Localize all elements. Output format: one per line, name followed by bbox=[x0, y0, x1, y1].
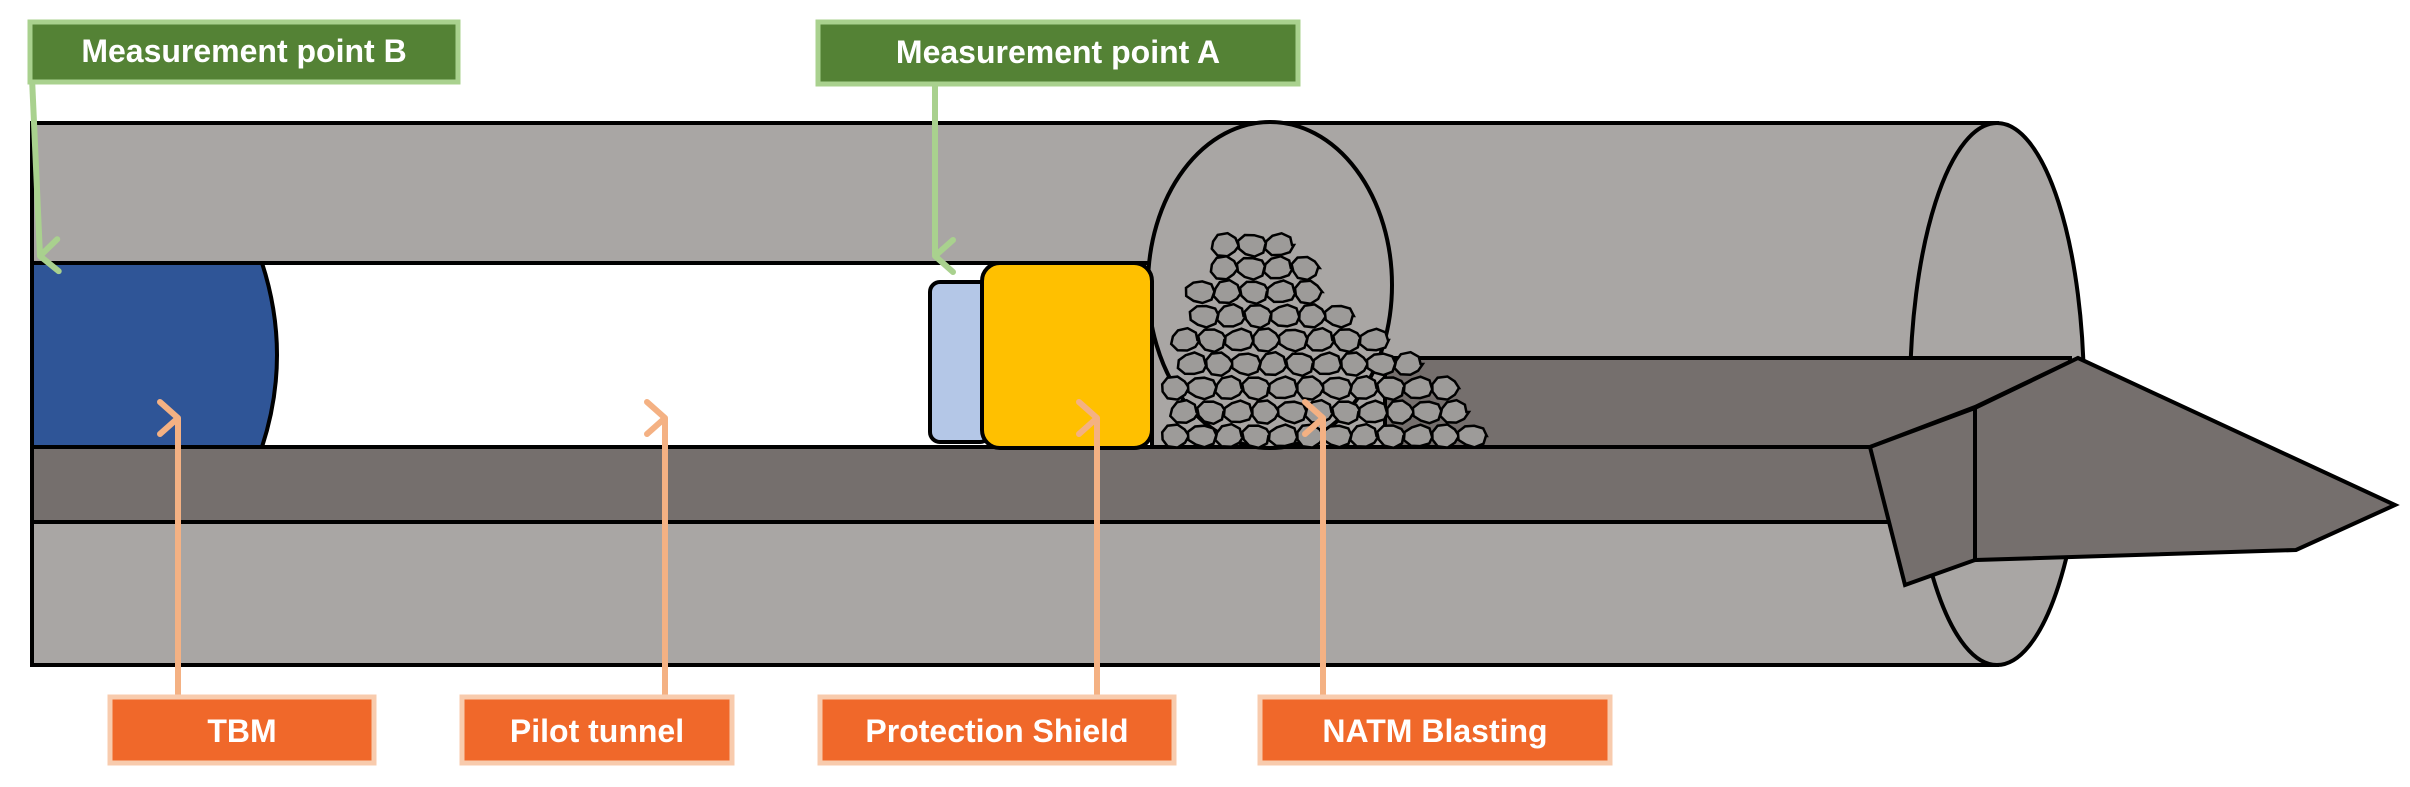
rock-fragment bbox=[1304, 326, 1338, 352]
rock-fragment bbox=[1265, 279, 1299, 304]
measurement-point-b-label: Measurement point B bbox=[81, 33, 406, 69]
measurement-point-a: Measurement point A bbox=[815, 19, 1301, 275]
rock-fragment bbox=[1297, 303, 1329, 329]
rock-fragment bbox=[1293, 279, 1325, 306]
rock-fragment bbox=[1431, 423, 1462, 449]
rock-fragment bbox=[1267, 423, 1300, 448]
rock-fragment bbox=[1357, 399, 1390, 424]
rock-fragment bbox=[1331, 328, 1365, 354]
natm-face-ellipse bbox=[1146, 120, 1394, 450]
rock-fragment bbox=[1258, 350, 1291, 377]
rock-fragment bbox=[1269, 303, 1302, 328]
rock-fragment bbox=[1330, 400, 1364, 426]
rock-fragment bbox=[1375, 376, 1409, 402]
rock-fragment bbox=[1252, 327, 1282, 353]
pilot-tunnel-callout: Pilot tunnel bbox=[459, 399, 735, 766]
rock-fragment bbox=[1186, 424, 1219, 449]
rock-fragment bbox=[1222, 399, 1255, 424]
tbm-callout: TBM bbox=[107, 399, 377, 766]
rock-fragment bbox=[1402, 375, 1435, 400]
pilot-tunnel-label: Pilot tunnel bbox=[510, 713, 684, 749]
rock-fragment bbox=[1204, 351, 1236, 378]
rock-fragment bbox=[1213, 422, 1247, 448]
rock-fragment bbox=[1160, 375, 1192, 401]
rock-fragment bbox=[1223, 327, 1256, 352]
rock-fragment bbox=[1438, 398, 1472, 424]
measurement-point-b: Measurement point B bbox=[27, 19, 461, 275]
tunnel-floor-strip bbox=[30, 445, 1999, 524]
tunnel-exit-wedge-right bbox=[1973, 355, 2400, 563]
rock-fragment bbox=[1168, 398, 1202, 424]
measurement-point-a-box bbox=[815, 19, 1301, 87]
rock-fragment bbox=[1262, 254, 1296, 280]
rock-fragment bbox=[1230, 352, 1263, 377]
rock-fragment bbox=[1358, 327, 1391, 352]
rock-fragment bbox=[1348, 374, 1382, 400]
rock-fragment bbox=[1195, 400, 1229, 426]
rock-fragment bbox=[1209, 254, 1241, 281]
rock-fragment bbox=[1251, 399, 1282, 425]
rock-fragment bbox=[1267, 375, 1300, 400]
rock-fragment bbox=[1290, 255, 1323, 282]
rock-fragment bbox=[1263, 231, 1297, 257]
rock-fragment bbox=[1277, 328, 1310, 353]
natm-blasting-label-box bbox=[1257, 694, 1613, 766]
rock-fragment bbox=[1184, 280, 1217, 305]
rock-fragment bbox=[1238, 280, 1272, 306]
protection-shield-label: Protection Shield bbox=[865, 713, 1128, 749]
protection-shield-label-box bbox=[817, 694, 1177, 766]
rock-fragment bbox=[1411, 400, 1444, 425]
rock-fragment bbox=[1284, 352, 1318, 378]
rock-fragment bbox=[1321, 376, 1354, 401]
rock-fragment bbox=[1212, 278, 1245, 305]
rock-fragment bbox=[1303, 398, 1337, 424]
rock-fragment bbox=[1196, 328, 1230, 354]
tbm-label-box bbox=[107, 694, 377, 766]
rock-fragment bbox=[1215, 302, 1249, 328]
rock-fragment bbox=[1311, 351, 1344, 376]
protection-shield-callout: Protection Shield bbox=[817, 399, 1177, 766]
tbm-body bbox=[30, 261, 279, 449]
rock-fragment bbox=[1169, 326, 1203, 352]
natm-blasting-label: NATM Blasting bbox=[1322, 713, 1547, 749]
rock-fragment bbox=[1296, 375, 1327, 401]
measurement-point-b-arrow bbox=[29, 77, 62, 275]
rock-fragment bbox=[1348, 422, 1382, 448]
rock-fragment bbox=[1323, 304, 1356, 329]
protection-shield-body bbox=[980, 261, 1154, 450]
blasting-muck-pile bbox=[1160, 231, 1489, 450]
measurement-point-a-label: Measurement point A bbox=[896, 34, 1220, 70]
rock-fragment bbox=[1240, 424, 1274, 450]
measurement-point-b-box bbox=[27, 19, 461, 85]
rock-fragment bbox=[1365, 352, 1398, 377]
rock-fragment bbox=[1375, 424, 1409, 450]
rock-fragment bbox=[1160, 423, 1192, 449]
rock-fragment bbox=[1176, 351, 1210, 376]
rock-fragment bbox=[1188, 304, 1221, 329]
rock-fragment bbox=[1236, 233, 1270, 258]
rock-fragment bbox=[1210, 231, 1243, 258]
rock-fragment bbox=[1186, 376, 1219, 401]
rock-fragment bbox=[1431, 375, 1462, 401]
natm-blasting-callout: NATM Blasting bbox=[1257, 399, 1613, 766]
pilot-tunnel-label-box bbox=[459, 694, 735, 766]
rock-fragment bbox=[1242, 304, 1276, 330]
rock-fragment bbox=[1240, 376, 1274, 402]
rock-fragment bbox=[1235, 256, 1269, 281]
tbm-label: TBM bbox=[207, 713, 276, 749]
rock-fragment bbox=[1339, 351, 1371, 377]
rock-fragment bbox=[1386, 399, 1417, 425]
rock-fragment bbox=[1213, 374, 1247, 400]
rock-fragment bbox=[1393, 350, 1426, 376]
rock-fragment bbox=[1456, 424, 1489, 449]
rock-fragment bbox=[1402, 423, 1435, 448]
